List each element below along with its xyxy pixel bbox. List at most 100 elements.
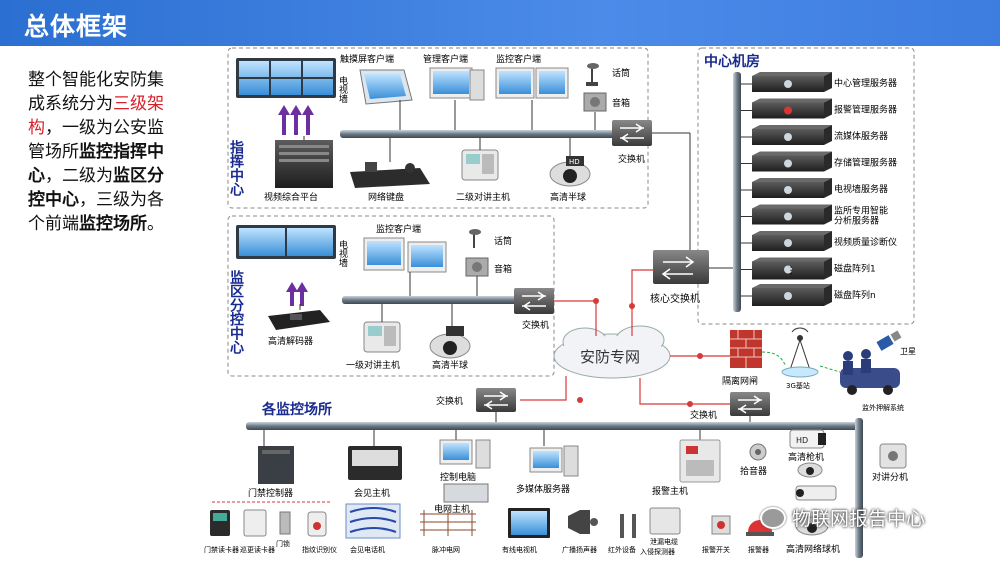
control-pc-label: 控制电脑 <box>440 471 476 483</box>
sub-switch-icon <box>514 288 554 314</box>
intercom-ext-label: 对讲分机 <box>872 471 908 483</box>
network-keyboard-icon <box>350 162 430 188</box>
data-center-group: 中心机房 中心管理服务器报警管理服务器流媒体服务器存储管理服务器电视墙服务器监所… <box>697 47 915 325</box>
visit-phone-icon <box>345 503 401 539</box>
desc-part: 整个智能化安防集成系统分为 <box>28 70 164 114</box>
visit-phone-label: 会见电话机 <box>350 545 385 554</box>
touch-client-label: 触摸屏客户端 <box>340 53 394 65</box>
sub-center-group: 监区分控中心 电视墙 监控客户端 话筒 <box>227 215 555 377</box>
grid-host-label: 电网主机 <box>434 503 470 515</box>
pulse-grid-label: 脉冲电网 <box>432 545 460 554</box>
firewall-icon <box>730 330 762 368</box>
sub-center-label: 监区分控中心 <box>228 269 244 355</box>
hd-decoder-icon <box>268 310 330 330</box>
infrared-label: 红外设备 <box>608 545 636 554</box>
desc-bold-subcenter: 监区分控中心 <box>28 166 164 210</box>
server-unit <box>752 125 832 145</box>
server-unit <box>752 98 832 119</box>
visit-host-icon <box>348 446 402 480</box>
desc-part: ，三级为各个前端 <box>28 190 164 234</box>
pickup-label: 拾音器 <box>740 465 767 477</box>
sub-arrows-icon <box>286 282 308 306</box>
door-lock-icon <box>279 511 291 535</box>
alarm-label: 报警器 <box>748 545 769 554</box>
server-unit <box>752 284 832 306</box>
sites-label: 各监控场所 <box>261 401 332 418</box>
sub-center-bus <box>342 296 522 304</box>
media-server-icon <box>529 445 579 477</box>
grid-host-icon <box>443 483 489 503</box>
pulse-grid-icon <box>420 510 476 536</box>
server-unit <box>752 257 832 280</box>
server-unit <box>752 231 832 251</box>
pickup-icon <box>749 443 767 461</box>
sub-monitor-pc-icon <box>363 237 447 273</box>
watermark: 物联网报告中心 <box>760 504 925 531</box>
upload-arrows-icon <box>278 105 314 135</box>
site-switch2-icon <box>730 392 770 416</box>
network-links <box>520 269 740 405</box>
alarm-switch-icon <box>711 515 731 535</box>
platform-label: 视频综合平台 <box>264 191 318 203</box>
hd-dome-cam-label: 高清网络球机 <box>786 543 840 555</box>
intrusion-label: 入侵探测器 <box>640 547 675 556</box>
core-switch-icon <box>653 250 709 284</box>
desc-highlight-three-tier: 三级架构 <box>28 94 164 138</box>
server-label: 电视墙服务器 <box>834 183 888 195</box>
desc-part: ，二级为 <box>45 166 113 186</box>
sub-microphone-icon <box>469 229 481 248</box>
hd-dome-icon: HD <box>549 156 591 187</box>
field-system-label: 监外押解系统 <box>862 403 904 412</box>
sub-speaker-icon <box>465 257 489 277</box>
server-unit <box>752 204 832 225</box>
sub-hd-dome-icon <box>429 326 471 359</box>
sub-switch-label: 交换机 <box>522 319 549 331</box>
server-label: 分析服务器 <box>834 215 879 227</box>
camera-bullet-icon <box>795 485 837 501</box>
server-label: 报警管理服务器 <box>834 104 897 116</box>
tv-icon <box>508 508 550 538</box>
watermark-text: 物联网报告中心 <box>792 508 926 530</box>
hd-dome-cam-icon <box>795 516 829 536</box>
net-switch1-label: 交换机 <box>436 395 463 407</box>
desc-bold-sites: 监控场所 <box>79 214 147 234</box>
sub-video-wall-label: 电视墙 <box>337 239 348 268</box>
data-center-bus <box>733 72 741 312</box>
mic-label: 话筒 <box>612 67 630 79</box>
server-label: 监所专用智能 <box>834 205 888 217</box>
media-server-label: 多媒体服务器 <box>516 483 570 495</box>
leak-cable-label: 泄漏电缆 <box>650 537 678 546</box>
command-center-group: 指挥中心 电视墙 触摸屏客户端 管理客户端 <box>227 47 652 209</box>
sub-intercom-icon <box>363 321 401 353</box>
loudspeaker-icon <box>568 510 598 534</box>
video-platform-icon <box>275 140 333 188</box>
intercom-host-icon <box>461 149 499 181</box>
site-switch-icon <box>476 388 516 412</box>
switch-icon <box>612 120 652 146</box>
access-controller-icon <box>258 446 294 484</box>
sub-monitor-client-label: 监控客户端 <box>376 223 421 235</box>
speaker-icon <box>583 92 607 112</box>
server-label: 存储管理服务器 <box>834 157 897 169</box>
leak-cable-icon <box>649 507 681 535</box>
visit-host-label: 会见主机 <box>354 487 390 499</box>
tv-label: 有线电视机 <box>502 545 537 554</box>
fingerprint-label: 指纹识别仪 <box>302 545 337 554</box>
command-center-frame <box>227 47 649 209</box>
monitor-client-label: 监控客户端 <box>496 53 541 65</box>
description-text: 整个智能化安防集成系统分为三级架构，一级为公安监管场所监控指挥中心，二级为监区分… <box>28 68 178 236</box>
link-markers <box>577 298 703 407</box>
data-center-label: 中心机房 <box>704 53 760 70</box>
server-unit <box>752 151 832 172</box>
camera-small-icon <box>797 462 823 478</box>
door-lock-label: 门锁 <box>276 539 290 548</box>
card-reader-icon <box>210 510 230 536</box>
dome-label: 高清半球 <box>550 191 586 203</box>
security-network-cloud <box>553 325 671 379</box>
server-unit <box>752 178 832 198</box>
sub-speaker-label: 音箱 <box>494 263 512 275</box>
firewall-label: 隔离网闸 <box>722 375 758 387</box>
infrared-icon <box>620 514 636 538</box>
